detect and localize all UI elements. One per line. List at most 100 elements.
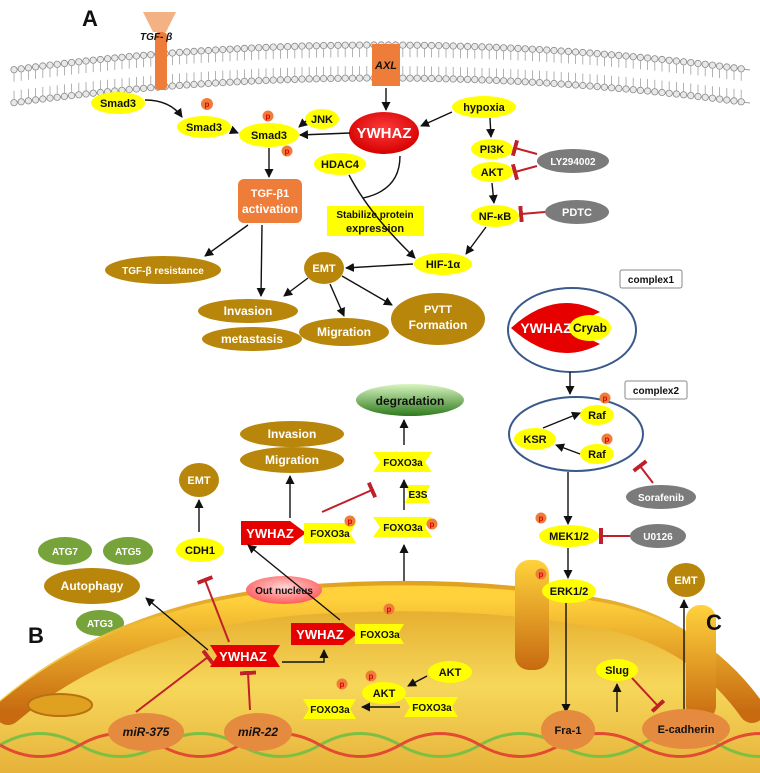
- lipid-head: [413, 41, 421, 49]
- lipid-head: [75, 58, 83, 66]
- sorafenib-node: [626, 485, 696, 509]
- tgfb-resistance-label: TGF-β resistance: [122, 266, 204, 277]
- cryab-node: [569, 315, 611, 341]
- phospho-dot: [535, 512, 547, 524]
- lipid-head: [406, 41, 414, 49]
- lipid-head: [262, 43, 270, 52]
- lipid-head: [679, 58, 688, 66]
- lipid-head: [60, 92, 69, 101]
- lipid-head: [478, 76, 486, 84]
- lipid-head: [615, 51, 623, 60]
- lipid-head: [46, 61, 54, 69]
- complex2-label: complex2: [633, 386, 680, 397]
- lipid-head: [651, 88, 659, 96]
- lipid-head: [111, 54, 119, 62]
- lipid-head: [341, 74, 349, 82]
- arrow: [348, 174, 416, 259]
- lipid-head: [528, 78, 537, 86]
- lipid-head: [427, 74, 436, 83]
- nuclear-pore: [515, 560, 549, 670]
- phospho-label: p: [285, 147, 290, 156]
- arrow: [329, 283, 345, 317]
- ly294002-label: LY294002: [550, 157, 596, 168]
- lipid-head: [31, 96, 40, 104]
- foxo3a-tag: [373, 452, 432, 472]
- inhibition-line: [510, 139, 538, 157]
- lipid-head: [327, 74, 335, 83]
- arrow: [555, 443, 581, 455]
- complex-pathway: complex1 YWHAZ Cryab complex2 KSR Raf p …: [507, 269, 696, 579]
- jnk-label: JNK: [311, 114, 333, 126]
- lipid-head: [283, 42, 292, 51]
- lipid-head: [593, 49, 601, 58]
- phospho-label: p: [539, 514, 544, 523]
- hif1a-label: HIF-1α: [426, 259, 461, 271]
- arrow: [228, 125, 239, 134]
- u0126-node: [630, 524, 686, 548]
- phospho-dot: [201, 98, 213, 110]
- ywhaz-crescent: [511, 303, 600, 353]
- emt-label: EMT: [312, 263, 336, 275]
- smad3-pp-label: Smad3: [251, 130, 287, 142]
- lipid-head: [10, 99, 18, 107]
- lipid-head: [615, 84, 623, 93]
- inhibition-line: [631, 677, 666, 713]
- lipid-head: [636, 86, 645, 95]
- mek-node: [539, 525, 599, 547]
- phospho-dot: [383, 603, 395, 615]
- lipid-head: [168, 82, 176, 90]
- foxo3a-tag: [355, 624, 404, 644]
- lipid-head: [665, 56, 673, 64]
- lipid-head: [298, 75, 306, 83]
- lipid-head: [507, 77, 515, 85]
- lipid-head: [348, 41, 356, 49]
- lipid-head: [507, 44, 515, 52]
- complex2-box: [624, 380, 688, 400]
- lipid-head: [413, 74, 421, 82]
- lipid-head: [60, 59, 69, 68]
- lipid-head: [219, 45, 227, 54]
- lipid-head: [298, 42, 306, 50]
- lipid-head: [622, 52, 630, 60]
- akt-node: [428, 661, 472, 683]
- akt-label: AKT: [439, 667, 462, 679]
- lipid-head: [68, 92, 76, 100]
- lipid-head: [132, 52, 140, 60]
- lipid-head: [701, 60, 709, 68]
- lipid-head: [334, 41, 342, 49]
- lipid-head: [348, 74, 356, 82]
- lipid-head: [132, 85, 140, 93]
- lipid-head: [485, 76, 493, 84]
- lipid-head: [456, 42, 464, 50]
- lipid-head: [550, 46, 558, 55]
- tgfb1-activation-box: [238, 179, 302, 223]
- atg7-node: [38, 537, 92, 565]
- lipid-head: [456, 75, 464, 83]
- lipid-head: [319, 75, 328, 83]
- foxo3a-degradation: degradation FOXO3a E3S FOXO3a p Invasion…: [38, 384, 464, 636]
- lipid-head: [593, 83, 601, 91]
- lipid-head: [557, 47, 565, 55]
- lipid-head: [492, 43, 500, 52]
- lipid-head: [147, 84, 155, 92]
- lipid-head: [104, 55, 112, 63]
- foxo3a-label: FOXO3a: [310, 529, 350, 540]
- panel-label-c: C: [706, 610, 722, 635]
- stabilize-protein-box: [327, 206, 424, 236]
- lipid-head: [31, 63, 40, 71]
- lipid-head: [694, 59, 702, 68]
- lipid-head: [521, 78, 529, 86]
- lipid-head: [183, 81, 191, 89]
- lipid-head: [355, 74, 364, 82]
- lipid-head: [607, 84, 616, 92]
- lipid-head: [499, 44, 508, 52]
- lipid-head: [586, 82, 594, 90]
- lipid-head: [420, 41, 428, 49]
- lipid-head: [355, 41, 364, 49]
- foxo3a-tag: [304, 523, 356, 543]
- lipid-head: [521, 45, 529, 53]
- smad3-label: Smad3: [100, 98, 136, 110]
- tgfb-resistance-node: [105, 256, 221, 284]
